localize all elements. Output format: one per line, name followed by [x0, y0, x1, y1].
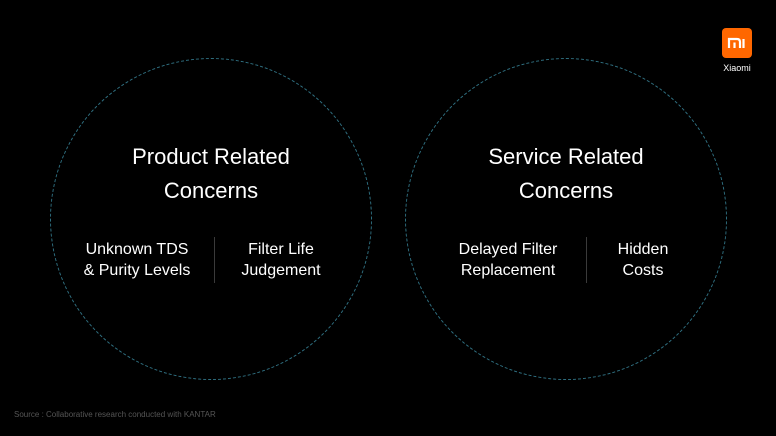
service-heading-line2: Concerns [518, 178, 614, 203]
service-heading-line1: Service Related [488, 144, 644, 169]
concern-item-line1: Delayed Filter [458, 241, 558, 258]
service-concerns-heading: Service Related Concerns [405, 140, 727, 208]
concern-item-line2: & Purity Levels [83, 262, 191, 279]
concern-item-delayed-filter: Delayed Filter Replacement [446, 239, 570, 281]
product-concerns-heading: Product Related Concerns [50, 140, 372, 208]
product-concerns-circle [50, 58, 372, 380]
concern-item-hidden-costs: Hidden Costs [598, 239, 688, 281]
concern-item-line2: Costs [622, 262, 664, 279]
concern-item-line2: Judgement [241, 262, 321, 279]
service-concerns-divider [586, 237, 587, 283]
mi-logo-icon [722, 28, 752, 58]
concern-item-line1: Hidden [617, 241, 669, 258]
concern-item-filter-life: Filter Life Judgement [224, 239, 338, 281]
product-concerns-divider [214, 237, 215, 283]
concern-item-line1: Unknown TDS [85, 241, 189, 258]
service-concerns-circle [405, 58, 727, 380]
source-footnote: Source : Collaborative research conducte… [14, 410, 216, 419]
concern-item-line2: Replacement [460, 262, 556, 279]
brand-name: Xiaomi [723, 63, 751, 73]
concern-item-unknown-tds: Unknown TDS & Purity Levels [70, 239, 204, 281]
product-heading-line2: Concerns [163, 178, 259, 203]
concern-item-line1: Filter Life [248, 241, 314, 258]
product-heading-line1: Product Related [132, 144, 290, 169]
